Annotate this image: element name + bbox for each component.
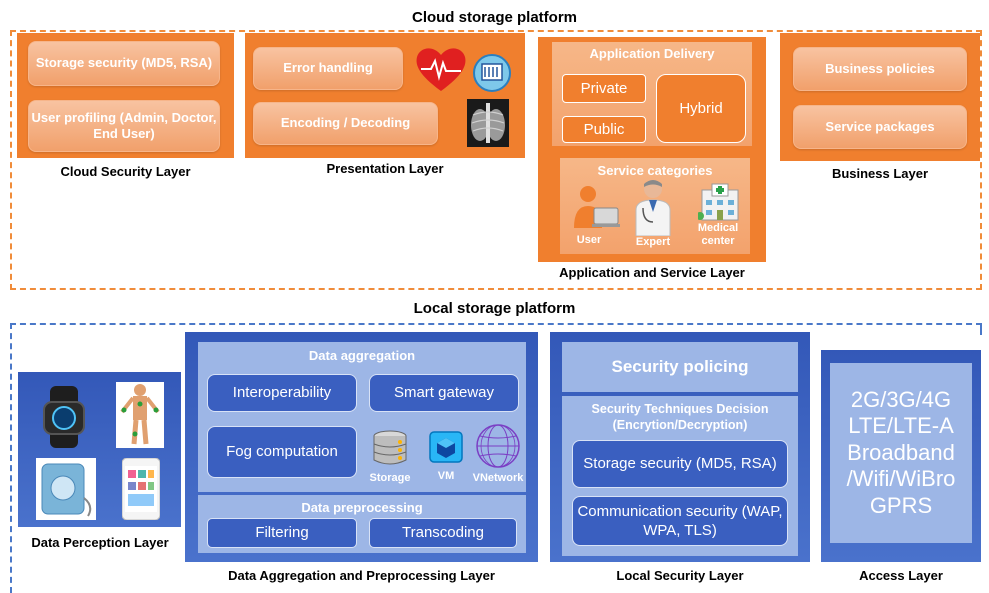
access-technologies-box: 2G/3G/4G LTE/LTE-A Broadband /Wifi/WiBro… xyxy=(830,363,972,543)
data-aggregation-box: Data aggregation Interoperability Smart … xyxy=(198,342,526,492)
interoperability-box: Interoperability xyxy=(207,374,357,412)
storage-icon xyxy=(373,430,407,465)
user-icon xyxy=(574,186,620,228)
service-categories-title: Service categories xyxy=(597,163,713,178)
access-line-4: /Wifi/WiBro xyxy=(846,466,956,492)
hybrid-box: Hybrid xyxy=(656,74,746,143)
cloud-platform-border xyxy=(10,30,982,290)
access-line-3: Broadband xyxy=(847,439,955,465)
access-line-2: LTE/LTE-A xyxy=(848,413,954,439)
body-sensor-icon xyxy=(116,382,164,448)
category-label-expert: Expert xyxy=(635,236,671,248)
application-delivery-box: Application Delivery Private Public Hybr… xyxy=(552,42,752,146)
access-caption: Access Layer xyxy=(859,568,943,583)
private-box: Private xyxy=(562,74,646,103)
heart-monitor-icon xyxy=(416,48,466,91)
filtering-box: Filtering xyxy=(207,518,357,548)
security-policing-box: Security policing xyxy=(562,342,798,392)
presentation-caption: Presentation Layer xyxy=(326,161,444,176)
perception-panel xyxy=(18,372,181,527)
access-panel: 2G/3G/4G LTE/LTE-A Broadband /Wifi/WiBro… xyxy=(821,350,981,562)
perception-caption: Data Perception Layer xyxy=(31,535,169,550)
cloud-security-panel: Storage security (MD5, RSA) User profili… xyxy=(17,33,234,158)
scanner-icon xyxy=(473,54,511,92)
infra-label-vm: VM xyxy=(437,470,455,482)
chest-xray-icon xyxy=(467,99,509,147)
fog-computation-box: Fog computation xyxy=(207,426,357,478)
encoding-decoding-box: Encoding / Decoding xyxy=(253,102,438,145)
data-preprocessing-box: Data preprocessing Filtering Transcoding xyxy=(198,495,526,553)
medical-device-icon xyxy=(36,458,96,520)
business-panel: Business policies Service packages xyxy=(780,33,980,161)
smartphone-icon xyxy=(122,458,160,520)
service-categories-box: Service categories xyxy=(560,158,750,254)
cloud-security-caption: Cloud Security Layer xyxy=(60,164,191,179)
application-service-panel: Application Delivery Private Public Hybr… xyxy=(538,37,766,262)
error-handling-box: Error handling xyxy=(253,47,403,90)
infra-label-storage: Storage xyxy=(369,472,411,484)
vnetwork-globe-icon xyxy=(476,424,520,468)
local-security-panel: Security policing Security Techniques De… xyxy=(550,332,810,562)
data-aggregation-title: Data aggregation xyxy=(308,348,416,363)
user-profiling-box: User profiling (Admin, Doctor, End User) xyxy=(28,100,220,152)
transcoding-box: Transcoding xyxy=(369,518,517,548)
application-service-caption: Application and Service Layer xyxy=(559,265,745,280)
business-policies-box: Business policies xyxy=(793,47,967,91)
doctor-icon xyxy=(635,180,671,236)
local-border-right-tick xyxy=(980,323,982,335)
aggregation-caption: Data Aggregation and Preprocessing Layer xyxy=(228,568,495,583)
presentation-panel: Error handling Encoding / Decoding xyxy=(245,33,525,158)
category-label-medical-center: Medical center xyxy=(697,222,739,248)
application-delivery-title: Application Delivery xyxy=(589,46,715,61)
medical-center-icon xyxy=(698,183,739,221)
smartwatch-icon xyxy=(43,386,85,448)
access-line-5: GPRS xyxy=(869,492,933,518)
infra-label-vnetwork: VNetwork xyxy=(472,472,524,484)
cloud-platform-title: Cloud storage platform xyxy=(411,9,577,26)
public-box: Public xyxy=(562,116,646,143)
security-techniques-box: Security Techniques Decision (Encrytion/… xyxy=(562,396,798,556)
access-line-1: 2G/3G/4G xyxy=(850,387,952,413)
storage-security-box: Storage security (MD5, RSA) xyxy=(28,41,220,86)
local-storage-security-box: Storage security (MD5, RSA) xyxy=(572,440,788,488)
local-platform-border xyxy=(10,323,982,593)
local-platform-title: Local storage platform xyxy=(413,300,576,317)
local-security-caption: Local Security Layer xyxy=(616,568,744,583)
security-techniques-title: Security Techniques Decision (Encrytion/… xyxy=(591,402,769,432)
vm-icon xyxy=(429,431,463,463)
business-caption: Business Layer xyxy=(831,166,929,181)
communication-security-box: Communication security (WAP, WPA, TLS) xyxy=(572,496,788,546)
data-preprocessing-title: Data preprocessing xyxy=(301,500,423,515)
smart-gateway-box: Smart gateway xyxy=(369,374,519,412)
aggregation-panel: Data aggregation Interoperability Smart … xyxy=(185,332,538,562)
service-packages-box: Service packages xyxy=(793,105,967,149)
category-label-user: User xyxy=(576,234,602,246)
